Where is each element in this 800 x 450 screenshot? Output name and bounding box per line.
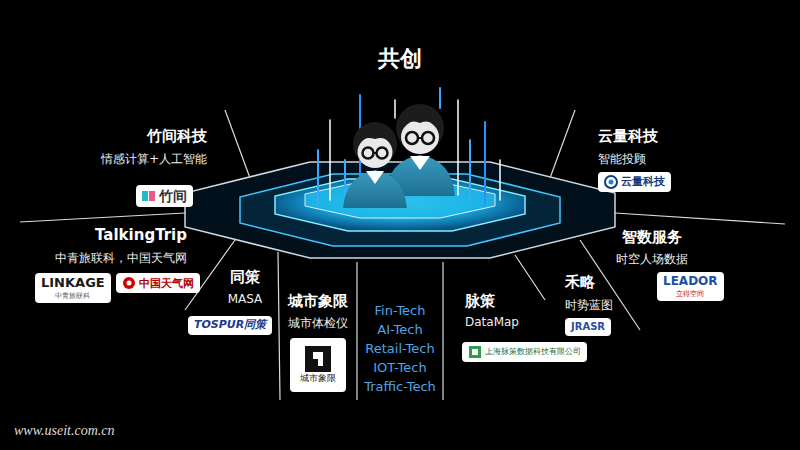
product-name: 时势蓝图 bbox=[565, 297, 613, 314]
separator-line bbox=[615, 213, 785, 224]
light-bar bbox=[469, 140, 471, 200]
product-name: 智能投顾 bbox=[598, 151, 646, 168]
product-name: 城市体检仪 bbox=[288, 315, 348, 332]
company-name: 云量科技 bbox=[598, 127, 658, 146]
logo-text: JRASR bbox=[571, 321, 605, 333]
watermark: www.useit.com.cn bbox=[14, 423, 114, 439]
light-bar bbox=[457, 100, 459, 195]
logo-box: 禾略时势蓝图JRASR bbox=[565, 318, 611, 336]
logo-box: 竹间科技情感计算+人工智能竹间 bbox=[136, 185, 193, 207]
separator-line bbox=[356, 262, 357, 400]
logo-icon bbox=[305, 346, 331, 372]
light-bar bbox=[394, 100, 396, 118]
shirt bbox=[343, 170, 407, 208]
glasses bbox=[422, 132, 434, 144]
glasses bbox=[363, 148, 374, 159]
logo-text: 城市象限 bbox=[300, 373, 336, 383]
logo-text: TOSPUR同策 bbox=[194, 319, 266, 332]
tech-tag: IOT-Tech bbox=[373, 360, 426, 375]
light-bar bbox=[317, 150, 319, 205]
product-name: 时空人场数据 bbox=[616, 251, 688, 268]
collar bbox=[366, 171, 384, 184]
logo-text: 立得空间 bbox=[676, 290, 704, 298]
person-front bbox=[343, 122, 407, 208]
tech-tag: Fin-Tech bbox=[375, 303, 426, 318]
company-name: 智数服务 bbox=[622, 228, 682, 247]
product-name: 中青旅联科，中国天气网 bbox=[55, 250, 187, 267]
logo-icon bbox=[142, 189, 156, 203]
logo-box: 云量科技智能投顾云量科技 bbox=[598, 172, 671, 192]
separator-line bbox=[515, 255, 545, 300]
glasses bbox=[377, 148, 388, 159]
glasses bbox=[374, 152, 377, 154]
company-name: 禾略 bbox=[565, 273, 595, 292]
glasses bbox=[406, 132, 418, 144]
product-name: DataMap bbox=[465, 315, 519, 329]
logo-text: LINKAGE bbox=[41, 276, 105, 291]
logo-text: LEADOR bbox=[663, 275, 718, 289]
separator-lines bbox=[20, 110, 785, 400]
collar bbox=[410, 156, 430, 170]
company-name: 同策 bbox=[230, 268, 260, 287]
company-name: 城市象限 bbox=[288, 292, 348, 311]
face bbox=[358, 136, 393, 168]
company-name: 脉策 bbox=[465, 292, 495, 311]
logo-box: 脉策DataMap上海脉策数据科技有限公司 bbox=[462, 342, 587, 362]
tech-tag: AI-Tech bbox=[377, 322, 422, 337]
slide-title: 共创 bbox=[378, 44, 422, 74]
separator-line bbox=[550, 110, 575, 178]
separator-line bbox=[225, 110, 250, 178]
logo-box: 中国天气网 bbox=[116, 273, 200, 293]
hair bbox=[398, 118, 442, 130]
light-bar bbox=[484, 122, 486, 205]
separator-line bbox=[20, 213, 185, 222]
logo-box: 同策MASATOSPUR同策 bbox=[188, 316, 272, 335]
product-name: MASA bbox=[228, 292, 263, 306]
tech-tag: Retail-Tech bbox=[365, 341, 434, 356]
logo-box: TalkingTrip中青旅联科，中国天气网LINKAGE中青旅联科 bbox=[35, 273, 111, 303]
company-name: TalkingTrip bbox=[95, 226, 187, 244]
light-bar bbox=[439, 88, 441, 108]
light-bar bbox=[329, 120, 331, 200]
hair bbox=[355, 135, 395, 146]
logo-text: 云量科技 bbox=[621, 176, 665, 189]
logo-box: 智数服务时空人场数据LEADOR立得空间 bbox=[657, 272, 724, 301]
logo-icon bbox=[604, 175, 618, 189]
separator-line bbox=[442, 262, 443, 400]
light-bar bbox=[499, 160, 501, 200]
logo-icon bbox=[122, 276, 136, 290]
company-name: 竹间科技 bbox=[147, 127, 207, 146]
logo-icon bbox=[468, 345, 482, 359]
logo-text: 中国天气网 bbox=[139, 277, 194, 290]
logo-text: 竹间 bbox=[159, 188, 187, 204]
tech-tag: Traffic-Tech bbox=[364, 379, 436, 394]
logo-box: 城市象限城市体检仪城市象限 bbox=[290, 338, 346, 392]
light-bars bbox=[318, 88, 500, 205]
logo-text: 中青旅联科 bbox=[55, 292, 90, 300]
logo-text: 上海脉策数据科技有限公司 bbox=[485, 347, 581, 356]
glasses bbox=[418, 137, 422, 139]
separator-line bbox=[278, 252, 280, 400]
face bbox=[401, 120, 439, 154]
product-name: 情感计算+人工智能 bbox=[101, 151, 207, 168]
